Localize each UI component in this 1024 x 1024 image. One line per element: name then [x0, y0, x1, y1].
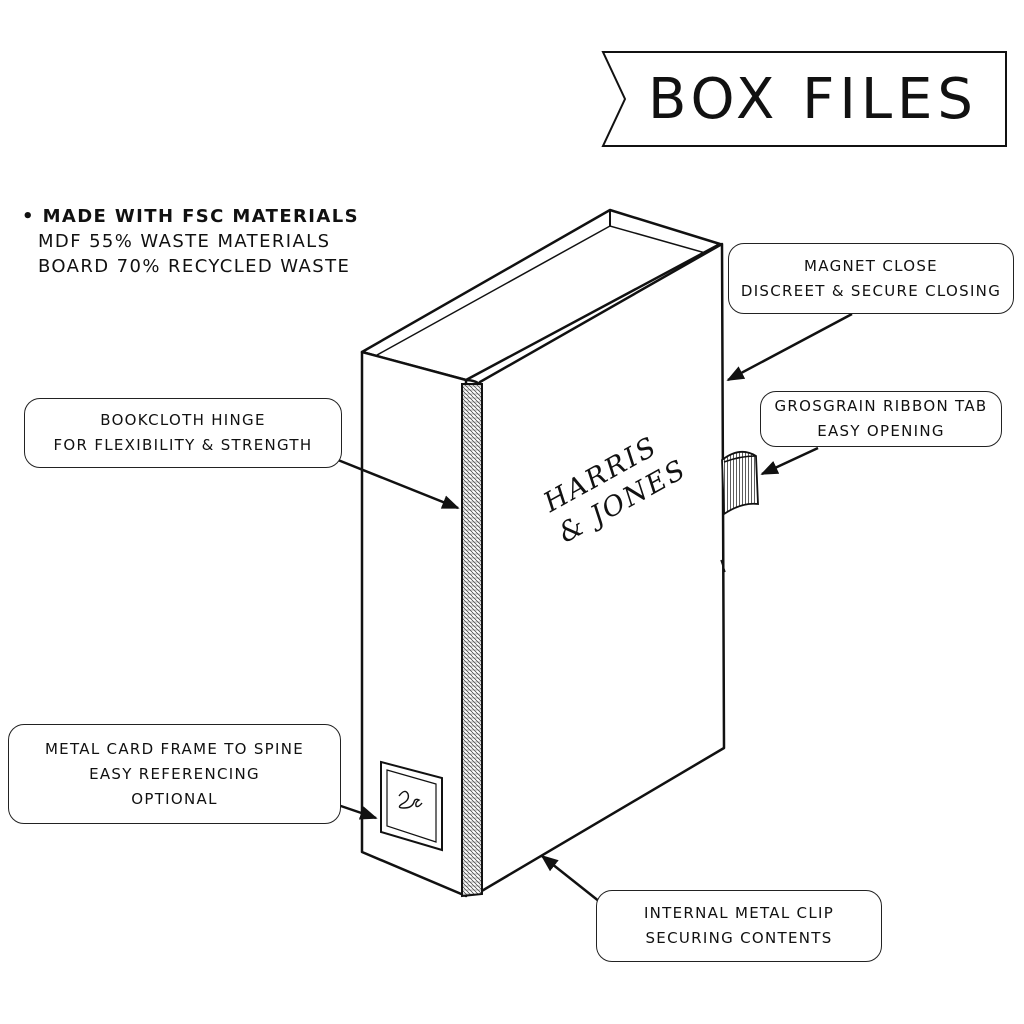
magnet-arrow	[726, 312, 853, 382]
callout-hinge-line-1: BOOKCLOTH HINGE	[100, 411, 266, 429]
card-signature-icon	[398, 790, 423, 809]
metal-card-frame	[380, 760, 443, 852]
callout-hinge-line-2: FOR FLEXIBILITY & STRENGTH	[53, 436, 313, 454]
materials-heading-text: MADE WITH FSC MATERIALS	[42, 206, 359, 227]
callout-ribbon-line-2: EASY OPENING	[817, 422, 945, 440]
magnet-close-mark	[720, 559, 726, 573]
title-banner	[601, 51, 1007, 147]
page-title: BOX FILES	[648, 66, 978, 132]
bookcloth-hinge	[461, 383, 483, 898]
clip-arrow	[540, 854, 601, 903]
callout-magnet-line-2: DISCREET & SECURE CLOSING	[740, 281, 1002, 300]
callout-ribbon-line-1: GROSGRAIN RIBBON TAB	[774, 397, 988, 415]
ribbon-arrow	[760, 446, 819, 476]
materials-heading: • MADE WITH FSC MATERIALS	[22, 206, 359, 227]
callout-card-line-2: EASY REFERENCING	[89, 764, 260, 783]
callout-ribbon-tab: GROSGRAIN RIBBON TAB EASY OPENING	[760, 391, 1002, 447]
materials-line-1: MDF 55% WASTE MATERIALS	[38, 231, 331, 252]
callout-arrows	[334, 312, 853, 903]
callout-magnet-close: MAGNET CLOSE DISCREET & SECURE CLOSING	[728, 243, 1014, 314]
materials-line-2: BOARD 70% RECYCLED WASTE	[38, 256, 351, 277]
hinge-arrow	[337, 458, 460, 510]
grosgrain-ribbon-tab	[721, 450, 759, 516]
callout-magnet-line-1: MAGNET CLOSE	[804, 256, 938, 275]
materials-note: • MADE WITH FSC MATERIALS MDF 55% WASTE …	[22, 204, 359, 279]
callout-metal-card-frame: METAL CARD FRAME TO SPINE EASY REFERENCI…	[8, 724, 341, 824]
callout-bookcloth-hinge: BOOKCLOTH HINGE FOR FLEXIBILITY & STRENG…	[24, 398, 342, 468]
callout-clip-line-2: SECURING CONTENTS	[645, 929, 833, 947]
card-frame-arrow	[334, 802, 378, 820]
callout-card-line-3: OPTIONAL	[131, 789, 218, 808]
callout-card-line-1: METAL CARD FRAME TO SPINE	[44, 739, 305, 758]
callout-internal-clip: INTERNAL METAL CLIP SECURING CONTENTS	[596, 890, 882, 962]
callout-clip-line-1: INTERNAL METAL CLIP	[643, 904, 835, 922]
